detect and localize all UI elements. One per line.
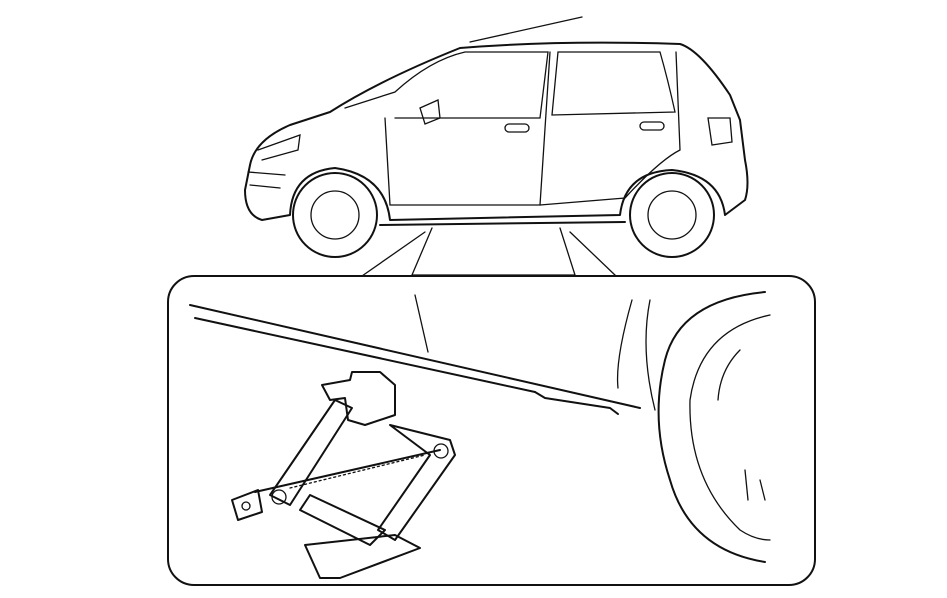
scissor-jack: [231, 371, 456, 579]
sill-lower: [194, 317, 536, 393]
jack-crank-hole: [241, 501, 251, 511]
jack-saddle: [321, 371, 396, 426]
callout-line-right: [569, 231, 617, 277]
front-hub: [310, 190, 360, 240]
antenna: [469, 16, 583, 43]
detail-frame: [167, 275, 816, 586]
sill-upper: [189, 304, 641, 409]
front-bumper: [247, 171, 286, 189]
jack-notch: [534, 391, 619, 415]
door-line-1: [414, 294, 429, 353]
front-door: [384, 51, 551, 206]
jack-arm-right: [377, 424, 456, 541]
jack-point-zone: [411, 227, 576, 276]
rear-hub: [647, 190, 697, 240]
jack-crank-eye: [231, 489, 263, 521]
detail-view: [189, 291, 771, 563]
side-sill: [379, 221, 626, 226]
front-window: [344, 51, 549, 119]
rear-wheel: [629, 172, 715, 258]
jack-pivot-right: [433, 443, 449, 459]
jack-screw-thread: [289, 454, 426, 489]
rear-door-handle: [639, 121, 665, 131]
front-door-handle: [504, 123, 530, 133]
jack-base: [304, 534, 421, 579]
tire-outer: [657, 291, 766, 563]
jack-screw: [254, 449, 441, 493]
head-light: [257, 134, 301, 161]
callout-line-left: [361, 231, 426, 277]
tail-light: [707, 117, 733, 146]
jack-pivot-left: [271, 489, 287, 505]
tire-detail: [717, 349, 766, 501]
fender-edge: [645, 299, 656, 411]
car-side-view: [244, 16, 749, 258]
jack-arm-upper-left: [269, 399, 353, 506]
rear-door: [539, 51, 681, 206]
jack-arm-lower-left: [299, 494, 386, 546]
rear-window: [551, 51, 676, 116]
mirror: [419, 99, 441, 125]
car-body: [244, 41, 749, 221]
front-wheel: [292, 172, 378, 258]
callout: [167, 227, 816, 586]
tire-inner: [689, 314, 771, 541]
door-line-2: [616, 299, 633, 389]
